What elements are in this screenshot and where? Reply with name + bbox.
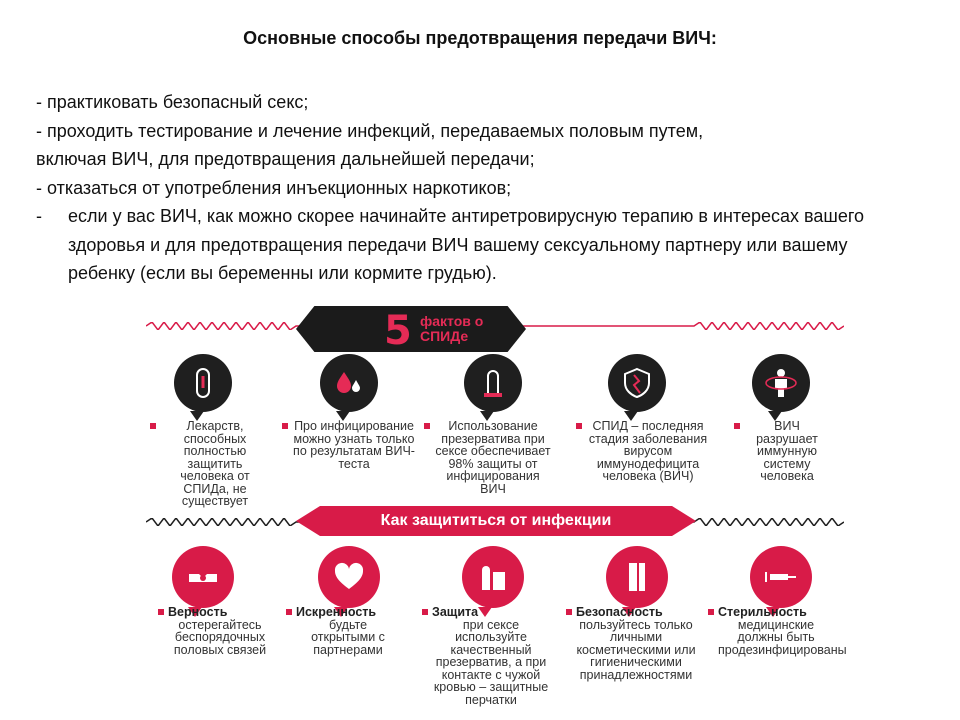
bullet-item: включая ВИЧ, для предотвращения дальнейш… — [36, 149, 535, 169]
condom-icon — [464, 354, 522, 421]
fact-item: Использование презерватива при сексе обе… — [424, 420, 552, 495]
protection-banner: Как защититься от инфекции — [296, 506, 696, 536]
page-title: Основные способы предотвращения передачи… — [243, 28, 717, 48]
bullet-item: - практиковать безопасный секс; — [36, 92, 309, 112]
bullet-item: - отказаться от употребления инъекционны… — [36, 177, 512, 198]
human-body-icon — [752, 354, 810, 421]
bullet-item-hanging: - если у вас ВИЧ, как можно скорее начин… — [36, 202, 936, 288]
fact-item: Про инфицирование можно узнать только по… — [282, 420, 416, 470]
facts-banner: 5 фактов о СПИДе — [296, 306, 526, 352]
fact-item: СПИД – последняя стадия заболевания виру… — [576, 420, 710, 483]
bullet-item: - проходить тестирование и лечение инфек… — [36, 120, 704, 141]
bullet-list: - практиковать безопасный секс; - проход… — [36, 88, 936, 288]
bullet-text: если у вас ВИЧ, как можно скорее начинай… — [68, 206, 865, 283]
heart-icon — [318, 546, 380, 617]
handshake-icon — [172, 546, 234, 617]
facts-banner-label: фактов о СПИДе — [420, 313, 484, 344]
blood-drops-icon — [320, 354, 378, 421]
hiv-infographic: 5 фактов о СПИДе Лекарств, способных пол… — [146, 300, 847, 720]
facts-banner-number: 5 — [384, 308, 412, 354]
broken-shield-icon — [608, 354, 666, 421]
toothbrush-icon — [606, 546, 668, 617]
bullet-dash: - — [36, 206, 42, 226]
pill-icon — [174, 354, 232, 421]
condoms-icon — [462, 546, 524, 617]
fact-item: Лекарств, способных полностью защитить ч… — [150, 420, 270, 508]
fact-item: ВИЧ разрушает иммунную систему человека — [734, 420, 830, 483]
syringe-icon — [750, 546, 812, 617]
